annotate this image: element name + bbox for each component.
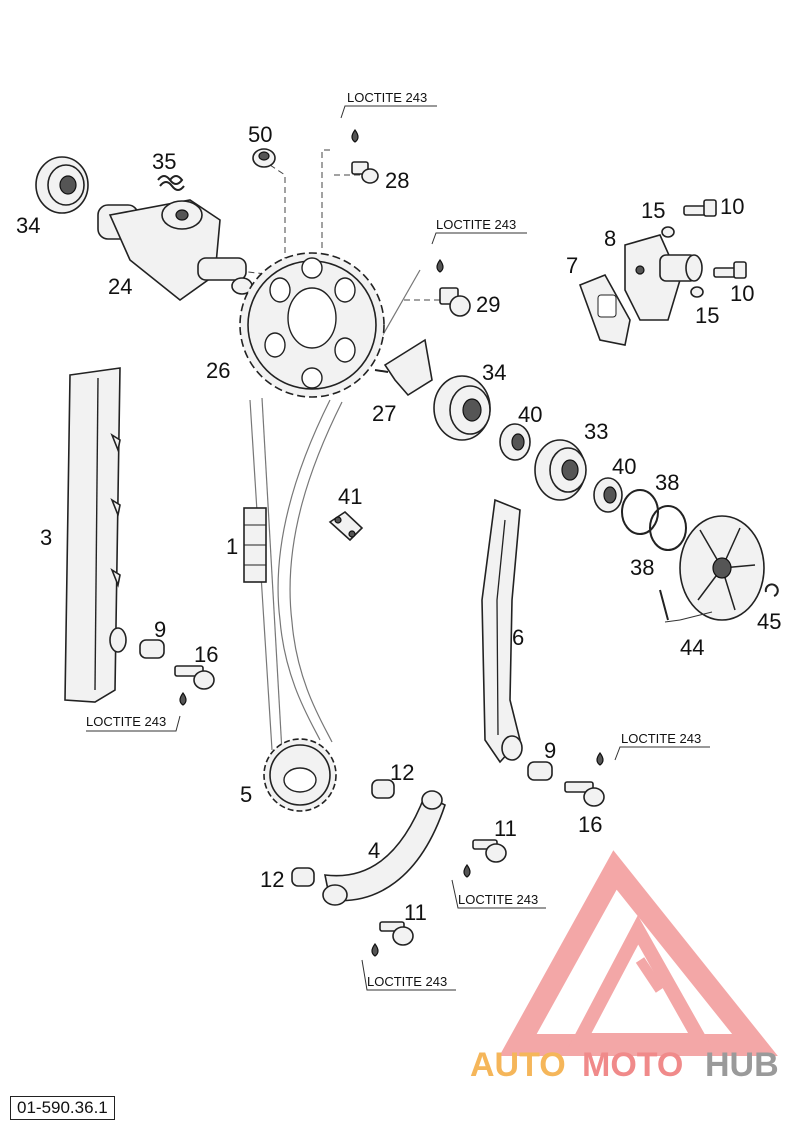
callout-29: 29 xyxy=(476,292,500,317)
callout-34-top: 34 xyxy=(16,213,40,238)
watermark-auto: AUTO xyxy=(470,1046,566,1084)
water-pump-impeller-44 xyxy=(659,515,765,621)
bolt-11-lower xyxy=(379,921,414,946)
sleeve-9-left xyxy=(139,639,165,659)
loctite-note-upper-middle: LOCTITE 243 xyxy=(431,217,527,245)
callout-38-upper: 38 xyxy=(655,470,679,495)
watermark-moto: MOTO xyxy=(582,1046,683,1084)
bolt-16-left xyxy=(174,665,215,690)
callout-34-middle: 34 xyxy=(482,360,506,385)
bearing-33 xyxy=(534,439,587,501)
callout-33: 33 xyxy=(584,419,608,444)
callout-27: 27 xyxy=(372,401,396,426)
loctite-label: LOCTITE 243 xyxy=(367,974,447,989)
loctite-label: LOCTITE 243 xyxy=(436,217,516,232)
callout-numbers: 50 35 28 34 24 15 10 8 7 10 15 29 26 34 … xyxy=(16,122,781,925)
watermark-text: AUTO MOTO HUB xyxy=(470,1046,779,1084)
sleeve-12-upper xyxy=(371,779,395,799)
loctite-note-bottom: LOCTITE 243 xyxy=(361,959,456,991)
callout-35: 35 xyxy=(152,149,176,174)
loctite-label: LOCTITE 243 xyxy=(347,90,427,105)
callout-12-upper: 12 xyxy=(390,760,414,785)
callout-15-lower: 15 xyxy=(695,303,719,328)
callout-26: 26 xyxy=(206,358,230,383)
loctite-note-top: LOCTITE 243 xyxy=(340,90,437,119)
gasket-7 xyxy=(578,273,631,346)
bolt-16-right xyxy=(564,781,605,807)
callout-10-upper: 10 xyxy=(720,194,744,219)
loctite-note-left: LOCTITE 243 xyxy=(86,714,181,732)
chain-link-41 xyxy=(328,510,364,542)
tensioner-rail-3 xyxy=(64,367,127,703)
chain-tensioner-8 xyxy=(624,234,703,321)
crankshaft-sprocket-5 xyxy=(263,738,337,812)
camshaft-24 xyxy=(97,199,253,302)
timing-chain-1 xyxy=(243,507,267,583)
callout-3: 3 xyxy=(40,525,52,550)
callout-28: 28 xyxy=(385,168,409,193)
callout-40-lower: 40 xyxy=(612,454,636,479)
watermark-logo xyxy=(499,850,778,1056)
callout-10-lower: 10 xyxy=(730,281,754,306)
chain-guide-27 xyxy=(374,338,433,397)
loctite-label: LOCTITE 243 xyxy=(621,731,701,746)
nut-50 xyxy=(252,148,276,168)
camshaft-sprocket-26 xyxy=(239,252,385,398)
callout-41: 41 xyxy=(338,484,362,509)
loctite-note-bottom-right: LOCTITE 243 xyxy=(451,879,546,909)
callout-16-left: 16 xyxy=(194,642,218,667)
sleeve-9-right xyxy=(527,761,553,781)
callout-6: 6 xyxy=(512,625,524,650)
callout-12-lower: 12 xyxy=(260,867,284,892)
circlip-45 xyxy=(764,583,779,597)
chain-guide-4 xyxy=(322,790,446,906)
bolt-11-upper xyxy=(472,839,507,863)
callout-24: 24 xyxy=(108,274,132,299)
callout-11-lower: 11 xyxy=(404,900,427,925)
bolts-10 xyxy=(683,199,747,279)
seal-40-lower xyxy=(593,477,623,513)
callout-1: 1 xyxy=(226,534,238,559)
bolt-28 xyxy=(351,161,379,184)
bearing-34-top xyxy=(35,156,89,214)
callout-9-right: 9 xyxy=(544,738,556,763)
o-rings-38 xyxy=(621,489,687,551)
watermark-hub: HUB xyxy=(705,1046,779,1084)
callout-40-upper: 40 xyxy=(518,402,542,427)
bearing-34-middle xyxy=(433,375,491,441)
bolt-29 xyxy=(439,287,471,317)
loctite-drops xyxy=(179,128,604,957)
callout-4: 4 xyxy=(368,838,380,863)
callout-11-upper: 11 xyxy=(494,816,517,841)
loctite-label: LOCTITE 243 xyxy=(458,892,538,907)
loctite-label: LOCTITE 243 xyxy=(86,714,166,729)
callout-16-right: 16 xyxy=(578,812,602,837)
callout-7: 7 xyxy=(566,253,578,278)
callout-9-left: 9 xyxy=(154,617,166,642)
callout-15-upper: 15 xyxy=(641,198,665,223)
callout-8: 8 xyxy=(604,226,616,251)
guide-rail-6 xyxy=(481,498,523,764)
reference-number: 01-590.36.1 xyxy=(10,1096,115,1120)
callout-leaders xyxy=(664,611,713,623)
spring-35 xyxy=(157,175,185,191)
seal-40-upper xyxy=(499,423,531,461)
callout-45: 45 xyxy=(757,609,781,634)
callout-5: 5 xyxy=(240,782,252,807)
callout-38-lower: 38 xyxy=(630,555,654,580)
washers-15 xyxy=(661,226,704,298)
callout-44: 44 xyxy=(680,635,704,660)
sleeve-12-lower xyxy=(291,867,315,887)
loctite-note-right: LOCTITE 243 xyxy=(614,731,710,761)
callout-50: 50 xyxy=(248,122,272,147)
